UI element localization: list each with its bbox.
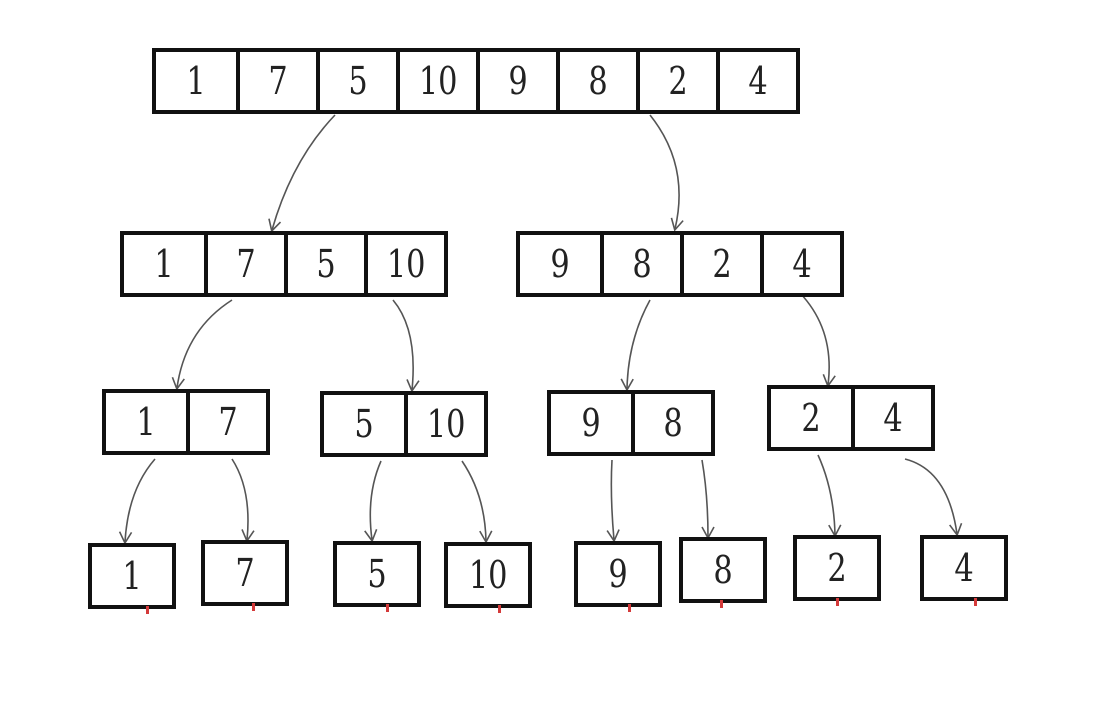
split-arrow (649, 114, 684, 232)
split-arrow (118, 458, 156, 545)
red-mark (146, 606, 149, 614)
array-cell: 9 (608, 552, 628, 596)
array-cell: 5 (316, 52, 396, 110)
array-cell: 7 (235, 551, 255, 595)
array-level1-right: 9 8 2 4 (516, 231, 844, 297)
array-cell: 1 (154, 242, 174, 286)
array-cell: 8 (600, 235, 680, 293)
array-cell: 9 (581, 401, 601, 445)
array-cell: 8 (713, 548, 733, 592)
array-cell: 1 (186, 59, 206, 103)
split-arrow (620, 299, 651, 392)
array-cell: 8 (631, 394, 711, 452)
red-mark (836, 598, 839, 606)
array-leaf: 7 (201, 540, 289, 606)
split-arrow (171, 299, 233, 391)
array-level1-left: 1 7 5 10 (120, 231, 448, 297)
array-cell: 2 (801, 396, 821, 440)
array-cell: 5 (284, 235, 364, 293)
array-cell: 8 (556, 52, 636, 110)
red-mark (628, 604, 631, 612)
array-cell: 2 (680, 235, 760, 293)
array-leaf: 5 (333, 541, 421, 607)
split-arrow (817, 454, 842, 538)
red-mark (720, 600, 723, 608)
array-cell: 5 (354, 402, 374, 446)
split-arrow (392, 299, 420, 393)
array-cell: 7 (186, 393, 266, 451)
array-level2-1: 1 7 (102, 389, 270, 455)
split-arrow (364, 460, 382, 543)
array-cell: 1 (122, 554, 142, 598)
array-cell: 1 (136, 400, 156, 444)
array-cell: 2 (636, 52, 716, 110)
array-level2-4: 2 4 (767, 385, 935, 451)
red-mark (974, 598, 977, 606)
array-level2-2: 5 10 (320, 391, 488, 457)
red-mark (498, 605, 501, 613)
split-arrow (904, 458, 963, 537)
split-arrow (799, 292, 836, 388)
array-cell: 4 (954, 546, 974, 590)
array-cell: 2 (827, 546, 847, 590)
array-cell: 4 (716, 52, 796, 110)
array-leaf: 1 (88, 543, 176, 609)
array-level0-full: 1 7 5 10 9 8 2 4 (152, 48, 800, 114)
array-cell: 4 (760, 235, 840, 293)
array-cell: 10 (468, 553, 508, 597)
split-arrow (461, 460, 493, 544)
red-mark (252, 603, 255, 611)
array-cell: 10 (396, 52, 476, 110)
array-cell: 9 (476, 52, 556, 110)
red-mark (386, 604, 389, 612)
array-cell: 10 (364, 235, 444, 293)
array-leaf: 2 (793, 535, 881, 601)
array-leaf: 4 (920, 535, 1008, 601)
split-arrow (268, 114, 336, 233)
array-cell: 9 (550, 242, 570, 286)
split-arrow (701, 459, 715, 540)
array-cell: 5 (367, 552, 387, 596)
array-cell: 4 (851, 389, 931, 447)
array-cell: 7 (204, 235, 284, 293)
array-leaf: 10 (444, 542, 532, 608)
array-leaf: 9 (574, 541, 662, 607)
array-cell: 10 (404, 395, 484, 453)
split-arrow (231, 458, 255, 543)
array-level2-3: 9 8 (547, 390, 715, 456)
array-cell: 7 (236, 52, 316, 110)
split-arrow (606, 459, 620, 543)
array-leaf: 8 (679, 537, 767, 603)
